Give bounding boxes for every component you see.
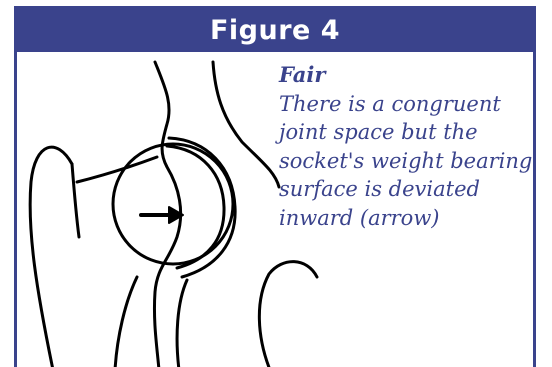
femoral-neck-left	[115, 277, 137, 367]
caption-line: joint space but the	[279, 118, 534, 147]
caption-line: surface is deviated	[279, 175, 534, 204]
acetabulum-roof-line	[77, 157, 157, 182]
ischium-outline	[259, 262, 317, 367]
caption-line: socket's weight bearing	[279, 147, 534, 176]
figure-frame: Figure 4 Fair There is a congruent joint…	[14, 6, 536, 367]
femoral-neck-right	[177, 280, 187, 367]
pelvis-outline-left	[30, 147, 72, 367]
figure-title-bar: Figure 4	[17, 9, 533, 52]
caption-line: inward (arrow)	[279, 204, 534, 233]
caption-line: There is a congruent	[279, 90, 534, 119]
figure-title: Figure 4	[210, 15, 340, 46]
caption-heading: Fair	[279, 61, 534, 90]
socket-arc-inner	[167, 146, 224, 268]
figure-caption: Fair There is a congruent joint space bu…	[279, 61, 534, 232]
pelvis-inner-curve	[72, 164, 79, 237]
